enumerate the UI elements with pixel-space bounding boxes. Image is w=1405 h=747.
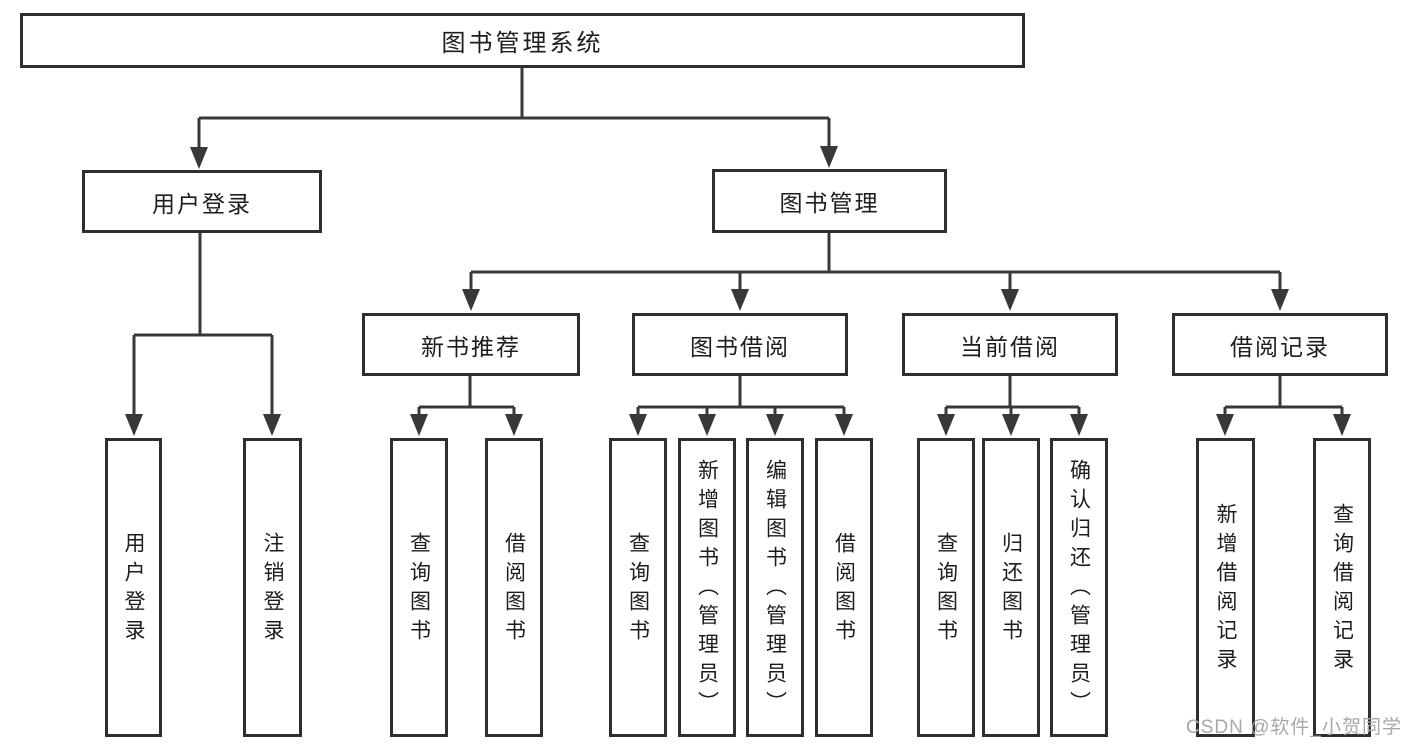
node-add-book-admin: 新增图书（管理员） [678,438,736,737]
node-add-borrow-record: 新增借阅记录 [1196,438,1255,737]
node-edit-book-admin: 编辑图书（管理员） [746,438,804,737]
node-return-book: 归还图书 [982,438,1040,737]
arrowhead-icons [125,146,1351,436]
node-query-borrow-record: 查询借阅记录 [1313,438,1371,737]
node-book-borrowing: 图书借阅 [632,313,848,376]
csdn-watermark: CSDN @软件_小贺同学 [1186,717,1402,738]
node-borrow-books-recommend: 借阅图书 [485,438,543,737]
node-borrow-records: 借阅记录 [1172,313,1388,376]
node-borrow-books-leaf: 借阅图书 [815,438,873,737]
node-confirm-return-admin: 确认归还（管理员） [1050,438,1108,737]
node-query-books-borrowing: 查询图书 [609,438,667,737]
node-book-management: 图书管理 [712,169,947,233]
node-query-books-current: 查询图书 [917,438,975,737]
node-query-books-recommend: 查询图书 [390,438,448,737]
node-root-system: 图书管理系统 [20,13,1025,68]
node-logout-leaf: 注销登录 [243,438,302,737]
node-new-book-recommend: 新书推荐 [362,313,580,376]
node-login-leaf: 用户登录 [105,438,162,737]
node-user-login: 用户登录 [82,170,322,233]
node-current-borrowing: 当前借阅 [902,313,1118,376]
